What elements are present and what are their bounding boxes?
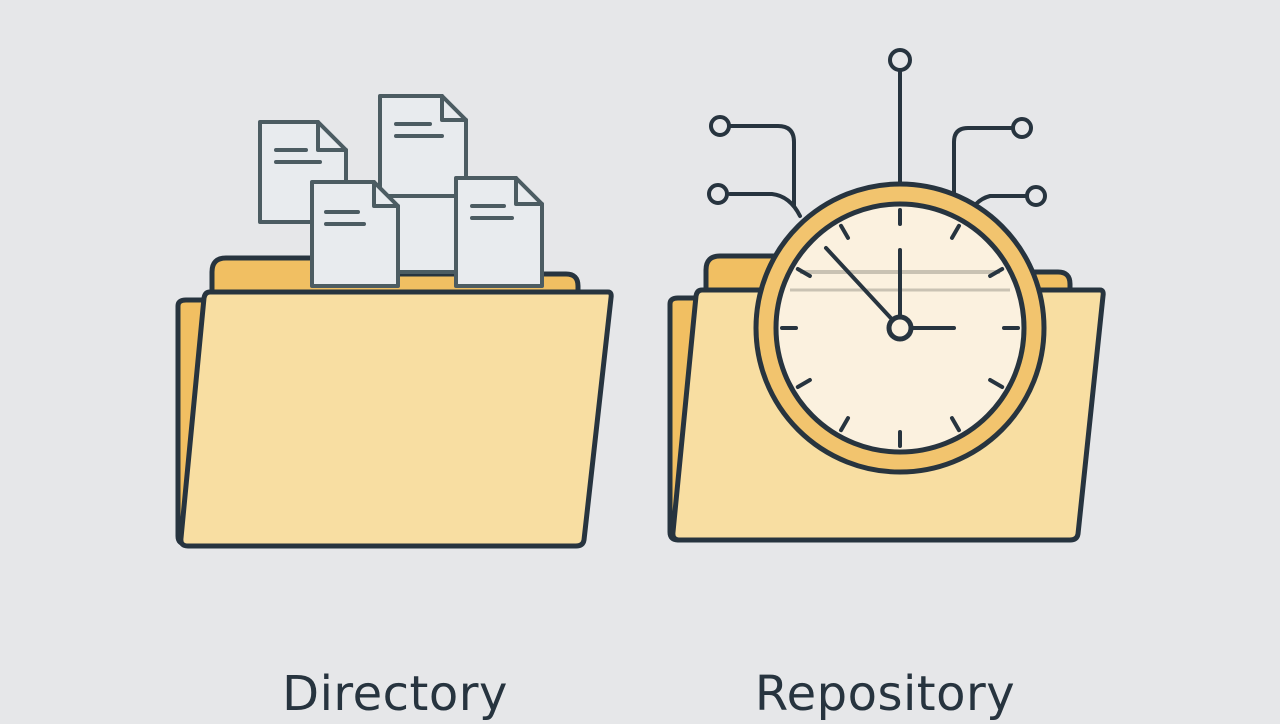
clock-center-icon (886, 314, 914, 342)
clock-tick-icon (839, 416, 850, 433)
clock-hand-icon (824, 246, 902, 330)
clock-tick-icon (950, 416, 961, 433)
clock-ticks-icon (780, 208, 1020, 448)
folder-front-icon (178, 289, 614, 549)
document-icon (378, 94, 468, 198)
document-icon (310, 180, 400, 288)
branch-node-icon (1025, 185, 1047, 207)
branch-node-icon (707, 183, 729, 205)
clock-icon (753, 181, 1047, 475)
branch-nodes-icon (707, 48, 1047, 207)
clock-tick-icon (950, 223, 961, 240)
branch-node-icon (709, 115, 731, 137)
directory-illustration (175, 94, 614, 549)
repository-illustration (667, 48, 1106, 543)
branch-node-icon (888, 48, 912, 72)
clock-tick-icon (795, 267, 812, 278)
clock-tick-icon (988, 378, 1005, 389)
clock-tick-icon (988, 267, 1005, 278)
branch-node-icon (1011, 117, 1033, 139)
repository-label: Repository (754, 666, 1016, 722)
clock-tick-icon (795, 378, 812, 389)
documents-icon (258, 94, 544, 288)
directory-label: Directory (282, 666, 508, 722)
clock-tick-icon (839, 223, 850, 240)
document-icon (454, 176, 544, 288)
